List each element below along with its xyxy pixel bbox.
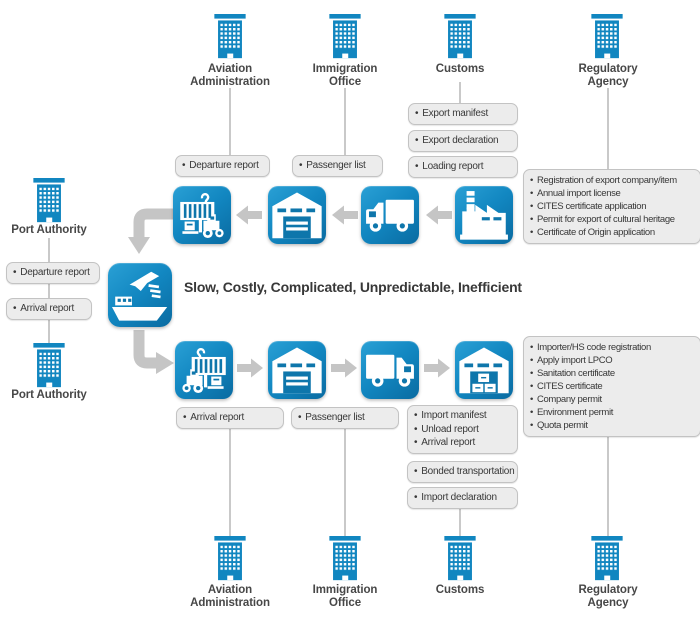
document-item: Environment permit (530, 406, 694, 419)
building-icon (439, 14, 481, 60)
connector-line (344, 426, 346, 538)
document-item: Registration of export company/item (530, 174, 694, 187)
building-icon (209, 14, 251, 60)
warehouse-icon (268, 341, 326, 399)
doc-box-customs-import-reports: Import manifest Unload report Arrival re… (407, 405, 518, 454)
connector-line (607, 88, 609, 170)
building-icon (28, 178, 70, 224)
slogan-text: Slow, Costly, Complicated, Unpredictable… (184, 279, 522, 295)
connector-line (48, 318, 50, 343)
agency-label-port-bottom: Port Authority (11, 389, 87, 401)
agency-label-customs-bottom: Customs (435, 584, 485, 596)
document-item: Importer/HS code registration (530, 341, 694, 354)
building-icon (209, 536, 251, 582)
doc-box-departure-report-top: Departure report (175, 155, 270, 177)
connector-line (459, 82, 461, 104)
connector-line (48, 282, 50, 298)
building-icon (586, 536, 628, 582)
factory-icon (455, 186, 513, 244)
warehouse-storage-icon (455, 341, 513, 399)
arrow-right-icon (331, 357, 357, 379)
connector-line (607, 430, 609, 538)
document-item: Arrival report (414, 436, 511, 450)
connector-line (344, 88, 346, 155)
doc-box-passenger-list-top: Passenger list (292, 155, 383, 177)
document-item: Export declaration (415, 134, 511, 148)
truck-icon (361, 186, 419, 244)
export-to-ship-arrow (128, 208, 174, 254)
document-item: Unload report (414, 423, 511, 437)
truck-icon (361, 341, 419, 399)
document-item: Departure report (182, 159, 263, 173)
document-item: Arrival report (13, 302, 85, 316)
connector-line (48, 238, 50, 262)
document-item: Departure report (13, 266, 93, 280)
document-item: Company permit (530, 393, 694, 406)
container-forklift-icon (173, 186, 231, 244)
arrow-left-icon (426, 204, 452, 226)
agency-label-regulatory-bottom: Regulatory Agency (578, 584, 638, 610)
arrow-right-icon (237, 357, 263, 379)
connector-line (229, 428, 231, 538)
ship-and-plane-icon (108, 263, 172, 327)
document-item: Arrival report (183, 411, 277, 425)
ship-to-import-arrow (133, 330, 174, 374)
doc-box-bonded-transportation: Bonded transportation (407, 461, 518, 483)
doc-box-loading-report: Loading report (408, 156, 518, 178)
doc-box-export-declaration: Export declaration (408, 130, 518, 152)
document-item: Certificate of Origin application (530, 226, 694, 239)
building-icon (324, 14, 366, 60)
warehouse-icon (268, 186, 326, 244)
container-forklift-icon (175, 341, 233, 399)
arrow-left-icon (236, 204, 262, 226)
doc-box-port-departure-report: Departure report (6, 262, 100, 284)
document-item: Apply import LPCO (530, 354, 694, 367)
building-icon (586, 14, 628, 60)
document-item: Sanitation certificate (530, 367, 694, 380)
agency-label-regulatory-top: Regulatory Agency (578, 63, 638, 89)
document-item: Passenger list (299, 159, 376, 173)
doc-box-regulatory-import: Importer/HS code registration Apply impo… (523, 336, 700, 437)
agency-label-aviation-bottom: Aviation Administration (190, 584, 270, 610)
doc-box-import-declaration: Import declaration (407, 487, 518, 509)
building-icon (324, 536, 366, 582)
agency-label-immigration-top: Immigration Office (312, 63, 378, 89)
document-item: Bonded transportation (414, 465, 514, 479)
doc-box-passenger-list-bottom: Passenger list (291, 407, 399, 429)
agency-label-port-top: Port Authority (11, 224, 87, 236)
document-item: Loading report (415, 160, 511, 174)
arrow-right-icon (424, 357, 450, 379)
document-item: CITES certificate application (530, 200, 694, 213)
building-icon (28, 343, 70, 389)
arrow-left-icon (332, 204, 358, 226)
doc-box-arrival-report-bottom: Arrival report (176, 407, 284, 429)
document-item: Permit for export of cultural heritage (530, 213, 694, 226)
building-icon (439, 536, 481, 582)
connector-line (229, 88, 231, 155)
connector-line (459, 508, 461, 538)
agency-label-aviation-top: Aviation Administration (190, 63, 270, 89)
agency-label-customs-top: Customs (435, 63, 485, 75)
doc-box-regulatory-export: Registration of export company/item Annu… (523, 169, 700, 244)
document-item: CITES certificate (530, 380, 694, 393)
doc-box-port-arrival-report: Arrival report (6, 298, 92, 320)
doc-box-export-manifest: Export manifest (408, 103, 518, 125)
document-item: Import manifest (414, 409, 511, 423)
document-item: Passenger list (298, 411, 392, 425)
document-item: Annual import license (530, 187, 694, 200)
document-item: Import declaration (414, 491, 511, 505)
document-item: Quota permit (530, 419, 694, 432)
agency-label-immigration-bottom: Immigration Office (312, 584, 378, 610)
document-item: Export manifest (415, 107, 511, 121)
